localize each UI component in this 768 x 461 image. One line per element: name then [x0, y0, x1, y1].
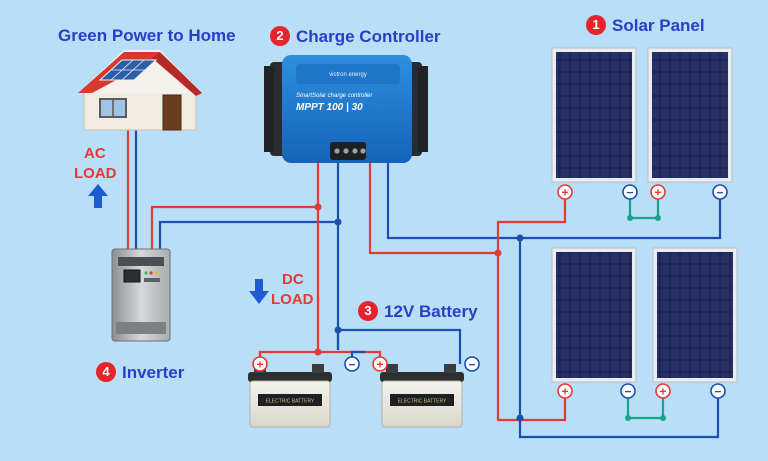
battery-1-negative-terminal: [344, 356, 360, 372]
badge-2: 2: [270, 26, 290, 46]
battery-title: 3 12V Battery: [358, 301, 478, 322]
svg-text:+: +: [561, 385, 568, 399]
solar-panel-title: 1 Solar Panel: [586, 15, 705, 36]
svg-text:−: −: [468, 358, 475, 372]
charge-controller-device: [264, 55, 428, 163]
svg-text:−: −: [624, 385, 631, 399]
controller-ports: [330, 142, 366, 160]
solar-panel-2: [647, 47, 733, 183]
inverter-label: Inverter: [122, 363, 185, 382]
battery-2-positive-terminal: [372, 356, 388, 372]
pv-negative-bus-top: [520, 199, 722, 240]
svg-text:−: −: [716, 186, 723, 200]
dc-load-down-arrow-icon: [249, 279, 269, 304]
inverter-wire-negative: [158, 220, 338, 250]
house-illustration: [78, 50, 202, 131]
svg-text:+: +: [256, 358, 263, 372]
charge-controller-label: Charge Controller: [296, 27, 441, 46]
panel-4-negative-terminal: [710, 383, 726, 399]
controller-brand: victron energy: [329, 72, 367, 78]
badge-1: 1: [586, 15, 606, 35]
solar-panel-4: [652, 247, 738, 383]
ac-label: AC: [84, 145, 106, 162]
dc-label: DC: [282, 271, 304, 288]
terminal-markers: + − + − + − + − + − + −: [252, 184, 728, 399]
controller-model-line2: MPPT 100 | 30: [296, 102, 363, 113]
ac-load-label: LOAD: [74, 165, 117, 182]
svg-text:+: +: [654, 186, 661, 200]
battery-2-negative-terminal: [464, 356, 480, 372]
svg-text:−: −: [348, 358, 355, 372]
panel-link-bottom: [626, 398, 665, 420]
panel-3-positive-terminal: [557, 383, 573, 399]
svg-text:+: +: [376, 358, 383, 372]
charge-controller-title: 2 Charge Controller: [270, 26, 441, 47]
pv-positive-bus: [496, 199, 567, 422]
inverter-title: 4 Inverter: [96, 362, 184, 383]
solar-panel-label: Solar Panel: [612, 16, 705, 35]
inverter-display-icon: [123, 269, 141, 283]
battery-1-positive-terminal: [252, 356, 268, 372]
badge-3: 3: [358, 301, 378, 321]
controller-model-line1: SmartSolar charge controller: [296, 93, 373, 99]
battery-2-device: [380, 364, 464, 428]
panel-3-negative-terminal: [620, 383, 636, 399]
battery-label: 12V Battery: [384, 302, 478, 321]
svg-text:+: +: [659, 385, 666, 399]
badge-4: 4: [96, 362, 116, 382]
home-title: Green Power to Home: [58, 26, 236, 45]
svg-text:−: −: [714, 385, 721, 399]
panel-1-positive-terminal: [557, 184, 573, 200]
panel-1-negative-terminal: [622, 184, 638, 200]
battery-1-label: ELECTRIC BATTERY: [266, 399, 315, 405]
panel-link-top: [628, 199, 660, 220]
solar-panel-1: [551, 47, 637, 183]
wire-junctions: [314, 203, 666, 422]
house-solar-panels-icon: [98, 59, 158, 81]
panel-2-negative-terminal: [712, 184, 728, 200]
inverter-device: [111, 248, 171, 342]
battery-negative-bus: [336, 328, 462, 364]
wiring: [126, 128, 722, 439]
pv-negative-bus-bottom: [518, 238, 720, 439]
dc-load-label: LOAD: [271, 291, 314, 308]
controller-pv-positive: [368, 160, 498, 255]
panel-4-positive-terminal: [655, 383, 671, 399]
door-icon: [162, 94, 182, 131]
svg-text:+: +: [561, 186, 568, 200]
solar-panel-3: [551, 247, 637, 383]
inverter-wire-positive: [150, 205, 318, 250]
battery-1-device: [248, 364, 332, 428]
battery-2-label: ELECTRIC BATTERY: [398, 399, 447, 405]
ac-load-up-arrow-icon: [88, 184, 108, 208]
controller-pv-negative: [386, 160, 520, 240]
panel-2-positive-terminal: [650, 184, 666, 200]
svg-text:−: −: [626, 186, 633, 200]
